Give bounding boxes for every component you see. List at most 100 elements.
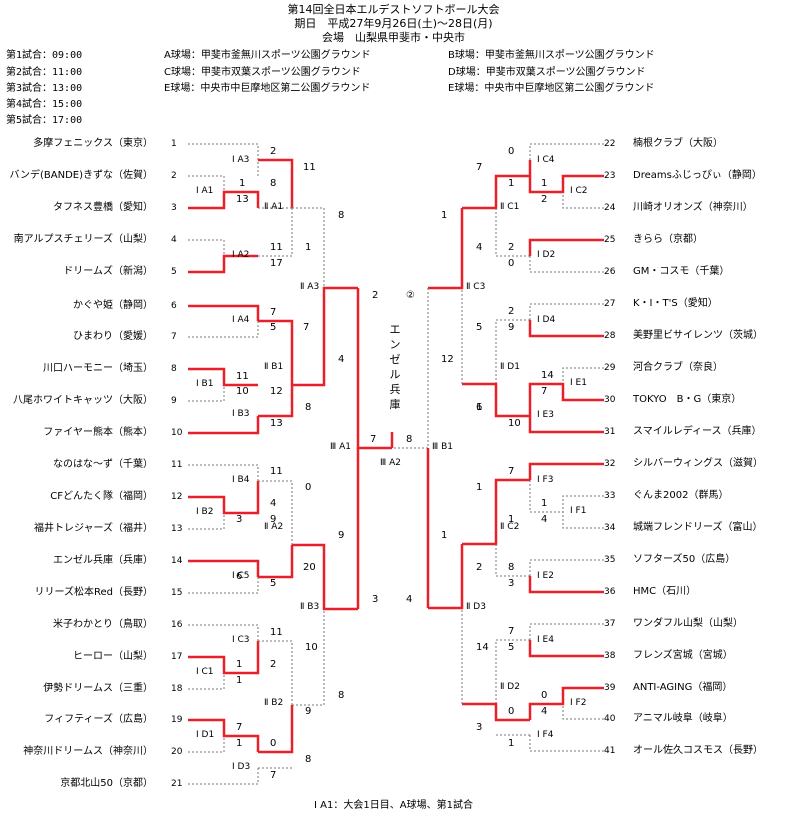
match-label: Ⅱ C2 (500, 522, 520, 532)
match-score: 10 (508, 418, 521, 429)
bracket-line (188, 239, 225, 256)
team-left-number: 18 (171, 684, 183, 694)
team-left-19: フィフティーズ（広島） (44, 714, 153, 725)
match-score: 7 (508, 626, 515, 637)
team-left-10: ファイヤー熊本（熊本） (43, 427, 153, 438)
team-right-35: ソフターズ50（広島） (633, 554, 736, 565)
team-right-26: GM・コスモ（千葉） (633, 266, 730, 277)
match-label: Ⅰ B4 (232, 475, 250, 485)
match-label: Ⅰ B3 (232, 409, 250, 419)
team-left-17: ヒーロー（山梨） (73, 651, 153, 662)
field-e-right: E球場：中央市中巨摩地区第二公園グラウンド (448, 83, 655, 94)
field-a: A球場：甲斐市釜無川スポーツ公園グラウンド (164, 50, 371, 61)
match-score: 0 (508, 146, 515, 157)
match-label: Ⅰ E3 (537, 410, 554, 420)
schedule-slot-3: 第3試合：13:00 (6, 83, 83, 94)
match-score: 1 (541, 178, 548, 189)
match-label: Ⅰ A1 (196, 186, 214, 196)
match-label: Ⅰ E1 (570, 378, 587, 388)
match-label: Ⅱ B3 (300, 602, 320, 612)
match-score: 12 (441, 354, 454, 365)
winner-path-line (258, 319, 294, 385)
team-left-number: 4 (171, 235, 177, 245)
champion-name: エンゼル兵庫 (389, 323, 401, 411)
match-score: 2 (270, 659, 277, 670)
match-label: Ⅱ A1 (264, 202, 284, 212)
team-right-number: 41 (604, 746, 616, 756)
match-score: 7 (508, 466, 515, 477)
match-label: Ⅰ D2 (537, 250, 556, 260)
team-right-number: 22 (604, 139, 616, 149)
team-left-number: 12 (171, 492, 183, 502)
match-score: 2 (270, 146, 277, 157)
team-right-30: TOKYO B・G（東京） (633, 394, 742, 405)
team-left-number: 11 (171, 460, 183, 470)
winner-path-line (462, 702, 530, 722)
match-score: 14 (541, 370, 554, 381)
bracket-line (258, 640, 293, 705)
bracket-line (529, 256, 604, 273)
bracket-line (495, 208, 530, 257)
match-score: 3 (476, 722, 483, 733)
team-left-9: 八尾ホワイトキャッツ（大阪） (13, 395, 153, 406)
match-label: Ⅰ B1 (196, 379, 214, 389)
match-score: 17 (270, 258, 283, 269)
team-left-11: なのはな〜ず（千葉） (53, 459, 153, 470)
match-score: 8 (508, 562, 515, 573)
team-left-number: 3 (171, 203, 177, 213)
match-score: 2 (508, 306, 515, 317)
team-right-41: オール佐久コスモス（長野） (633, 745, 763, 756)
match-score: 4 (270, 498, 277, 509)
match-label: Ⅲ B1 (432, 442, 453, 452)
match-label: Ⅰ F2 (570, 698, 587, 708)
team-left-7: ひまわり（愛媛） (73, 331, 153, 342)
team-left-number: 20 (171, 747, 183, 757)
team-right-number: 27 (604, 299, 616, 309)
team-left-number: 19 (171, 715, 183, 725)
winner-path-line (188, 416, 260, 435)
match-score: 3 (508, 578, 515, 589)
winner-path-line (462, 382, 530, 418)
match-label: Ⅰ D4 (537, 315, 556, 325)
winner-path-line (528, 576, 604, 594)
team-right-37: ワンダフル山梨（山梨） (633, 618, 743, 629)
bracket-line (258, 208, 293, 257)
page-title: 第14回全日本エルデストソフトボール大会 (287, 3, 500, 16)
team-right-36: HMC（石川） (633, 586, 697, 597)
winner-path-line (528, 382, 604, 416)
team-right-33: ぐんま2002（群馬） (633, 490, 729, 501)
team-right-number: 38 (604, 651, 616, 661)
match-score: 1 (476, 482, 483, 493)
match-score: 8 (338, 210, 345, 221)
team-left-number: 2 (171, 171, 177, 181)
winner-path-line (292, 543, 358, 611)
team-left-number: 7 (171, 332, 177, 342)
winner-path-line (428, 208, 464, 290)
match-score: 0 (508, 706, 515, 717)
match-score: 8 (270, 178, 277, 189)
match-label: Ⅰ B2 (196, 507, 214, 517)
schedule-slot-2: 第2試合：11:00 (6, 67, 83, 78)
team-right-number: 30 (604, 395, 616, 405)
team-right-number: 33 (604, 491, 616, 501)
team-right-25: きらら（京都） (633, 234, 703, 245)
winner-path-line (188, 481, 260, 515)
bracket-line (188, 768, 259, 785)
match-score: 2 (508, 242, 515, 253)
team-left-number: 10 (171, 428, 183, 438)
match-label: Ⅰ C1 (196, 667, 214, 677)
match-score: 7 (270, 770, 277, 781)
match-label: Ⅱ D2 (500, 682, 520, 692)
match-score: 10 (305, 642, 318, 653)
match-score: 1 (541, 498, 548, 509)
match-score: 8 (338, 690, 345, 701)
match-label: Ⅱ C3 (466, 282, 486, 292)
match-score: 9 (338, 530, 345, 541)
winner-path-line (528, 416, 604, 434)
match-score: 5 (270, 322, 277, 333)
winner-path-line (188, 718, 260, 752)
match-label: Ⅲ A2 (380, 458, 401, 468)
match-score: 13 (236, 194, 249, 205)
team-right-24: 川崎オリオンズ（神奈川） (633, 202, 753, 213)
winner-path-line (528, 462, 604, 480)
